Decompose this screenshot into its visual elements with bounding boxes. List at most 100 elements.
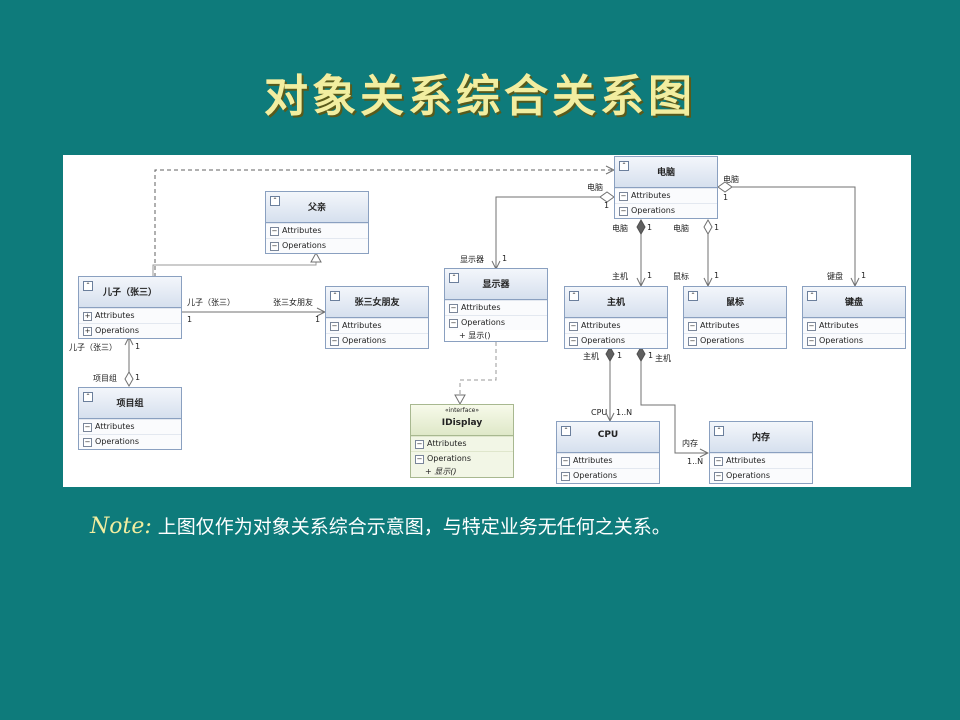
class-memory[interactable]: ⌃ 内存 −Attributes −Operations: [709, 421, 813, 484]
role-label: 键盘: [827, 272, 843, 281]
class-name: 内存: [751, 433, 770, 443]
class-name: 父亲: [307, 203, 326, 213]
attributes-label: Attributes: [581, 321, 621, 330]
attributes-label: Attributes: [282, 226, 322, 235]
collapse-section-icon[interactable]: −: [561, 457, 570, 466]
note-text: 上图仅作为对象关系综合示意图，与特定业务无任何之关系。: [157, 516, 671, 538]
collapse-section-icon[interactable]: −: [714, 457, 723, 466]
collapse-section-icon[interactable]: −: [569, 337, 578, 346]
collapse-section-icon[interactable]: −: [83, 423, 92, 432]
multiplicity-label: 1: [714, 223, 720, 232]
composition-diamond: [605, 345, 615, 363]
collapse-icon[interactable]: ⌃: [83, 392, 93, 402]
collapse-section-icon[interactable]: −: [330, 337, 339, 346]
collapse-section-icon[interactable]: −: [807, 322, 816, 331]
role-label: 儿子（张三）: [187, 298, 235, 307]
operations-label: Operations: [581, 336, 625, 345]
role-label: 内存: [682, 439, 698, 448]
collapse-section-icon[interactable]: −: [270, 242, 279, 251]
attributes-label: Attributes: [461, 303, 501, 312]
collapse-icon[interactable]: ⌃: [270, 196, 280, 206]
attributes-label: Attributes: [726, 456, 766, 465]
class-monitor[interactable]: ⌃显示器 −Attributes −Operations + 显示(): [444, 268, 548, 342]
attributes-label: Attributes: [700, 321, 740, 330]
aggregation-diamond: [703, 218, 713, 236]
class-mainframe[interactable]: ⌃主机 −Attributes −Operations: [564, 286, 668, 349]
operation-item: + 显示(): [425, 467, 457, 476]
class-keyboard[interactable]: ⌃键盘 −Attributes −Operations: [802, 286, 906, 349]
multiplicity-label: 1: [714, 271, 720, 280]
interface-idisplay[interactable]: «interface»IDisplay −Attributes −Operati…: [410, 404, 514, 478]
multiplicity-label: 1: [502, 254, 508, 263]
class-father[interactable]: ⌃父亲 −Attributes −Operations: [265, 191, 369, 254]
collapse-section-icon[interactable]: −: [449, 304, 458, 313]
role-label: 主机: [612, 272, 628, 281]
operations-label: Operations: [700, 336, 744, 345]
expand-section-icon[interactable]: +: [83, 312, 92, 321]
role-label: 主机: [583, 352, 599, 361]
collapse-icon[interactable]: ⌃: [714, 426, 724, 436]
aggregation-diamond: [124, 370, 134, 388]
class-name: 项目组: [116, 399, 144, 409]
collapse-icon[interactable]: ⌃: [330, 291, 340, 301]
collapse-section-icon[interactable]: −: [449, 319, 458, 328]
collapse-icon[interactable]: ⌃: [449, 273, 459, 283]
attributes-label: Attributes: [95, 422, 135, 431]
collapse-section-icon[interactable]: −: [330, 322, 339, 331]
collapse-icon[interactable]: ⌃: [83, 281, 93, 291]
class-computer[interactable]: ⌃电脑 −Attributes −Operations: [614, 156, 718, 219]
collapse-section-icon[interactable]: −: [619, 207, 628, 216]
composition-diamond: [636, 345, 646, 363]
multiplicity-label: 1: [135, 342, 141, 351]
operations-label: Operations: [726, 471, 770, 480]
collapse-icon[interactable]: ⌃: [807, 291, 817, 301]
collapse-section-icon[interactable]: −: [619, 192, 628, 201]
operation-item: + 显示(): [459, 331, 491, 340]
collapse-section-icon[interactable]: −: [569, 322, 578, 331]
role-label: 主机: [655, 354, 671, 363]
slide-title: 对象关系综合关系图: [264, 71, 696, 122]
operations-label: Operations: [427, 454, 471, 463]
operations-label: Operations: [342, 336, 386, 345]
collapse-section-icon[interactable]: −: [270, 227, 279, 236]
class-name: 儿子（张三）: [102, 288, 157, 298]
role-label: 儿子（张三）: [69, 343, 117, 352]
class-mouse[interactable]: ⌃鼠标 −Attributes −Operations: [683, 286, 787, 349]
collapse-icon[interactable]: ⌃: [561, 426, 571, 436]
role-label: 鼠标: [673, 272, 689, 281]
class-name: IDisplay: [441, 418, 483, 428]
collapse-icon[interactable]: ⌃: [569, 291, 579, 301]
collapse-section-icon[interactable]: −: [415, 440, 424, 449]
role-label: 电脑: [723, 175, 739, 184]
collapse-icon[interactable]: ⌃: [688, 291, 698, 301]
multiplicity-label: 1..N: [616, 408, 633, 417]
composition-line: [640, 347, 708, 453]
collapse-section-icon[interactable]: −: [688, 337, 697, 346]
role-label: 电脑: [612, 224, 628, 233]
operations-label: Operations: [461, 318, 505, 327]
uml-diagram: ⌃父亲 −Attributes −Operations ⌃儿子（张三） +Att…: [63, 155, 911, 487]
role-label: 电脑: [587, 183, 603, 192]
collapse-section-icon[interactable]: −: [561, 472, 570, 481]
class-son[interactable]: ⌃儿子（张三） +Attributes +Operations: [78, 276, 182, 339]
role-label: 电脑: [673, 224, 689, 233]
aggregation-diamond: [717, 181, 733, 193]
collapse-icon[interactable]: ⌃: [619, 161, 629, 171]
note-label: Note:: [90, 514, 152, 539]
class-cpu[interactable]: ⌃CPU −Attributes −Operations: [556, 421, 660, 484]
class-project-group[interactable]: ⌃项目组 −Attributes −Operations: [78, 387, 182, 450]
role-label: CPU: [591, 408, 608, 417]
collapse-section-icon[interactable]: −: [714, 472, 723, 481]
collapse-section-icon[interactable]: −: [807, 337, 816, 346]
collapse-section-icon[interactable]: −: [688, 322, 697, 331]
expand-section-icon[interactable]: +: [83, 327, 92, 336]
slide-note: Note:上图仅作为对象关系综合示意图，与特定业务无任何之关系。: [90, 512, 910, 542]
collapse-section-icon[interactable]: −: [83, 438, 92, 447]
multiplicity-label: 1: [604, 201, 610, 210]
class-girlfriend[interactable]: ⌃张三女朋友 −Attributes −Operations: [325, 286, 429, 349]
attributes-label: Attributes: [573, 456, 613, 465]
stereotype-label: «interface»: [444, 407, 480, 414]
aggregation-line: [496, 196, 614, 269]
realization-line: [454, 342, 497, 406]
collapse-section-icon[interactable]: −: [415, 455, 424, 464]
